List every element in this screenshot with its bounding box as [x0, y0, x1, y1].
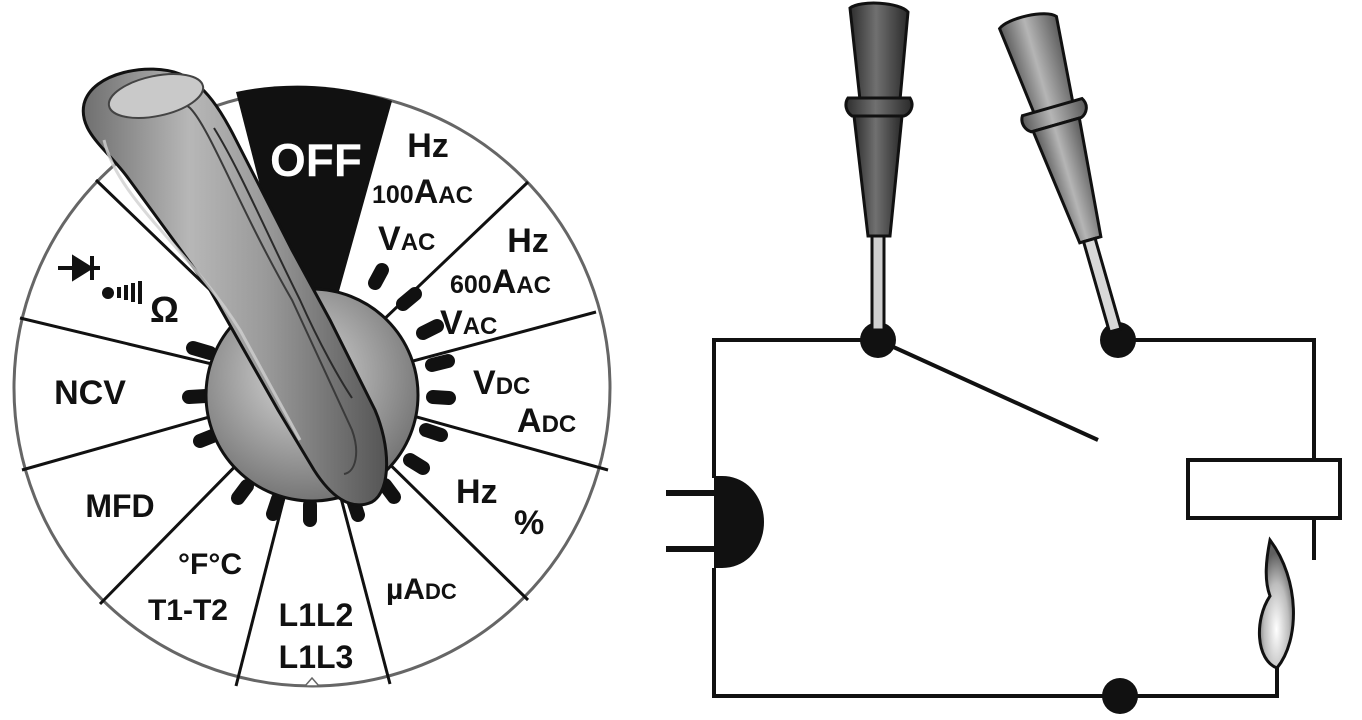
label-hz-600aac-vac: Hz 600AAC VAC — [440, 222, 551, 342]
knob-grip-top — [107, 73, 205, 119]
junction-dot-bottom — [1102, 678, 1138, 714]
label-off: OFF — [270, 134, 362, 186]
test-probe-red[interactable] — [994, 7, 1148, 339]
svg-text:VAC: VAC — [378, 220, 435, 258]
label-uadc: µADC — [386, 573, 457, 606]
label-ncv: NCV — [54, 374, 126, 412]
ohm-symbol: Ω — [150, 289, 179, 330]
junction-dot-switch — [860, 322, 896, 358]
label-l1l2-l1l3: L1L2 L1L3 — [279, 597, 354, 675]
svg-text:600AAC: 600AAC — [450, 263, 551, 301]
svg-text:L1L3: L1L3 — [279, 639, 354, 675]
switch-blade — [877, 338, 1099, 442]
svg-text:°F°C: °F°C — [178, 548, 242, 581]
wire-bottom-right — [1120, 666, 1279, 698]
svg-text:Hz: Hz — [456, 473, 498, 511]
label-mfd: MFD — [85, 488, 154, 524]
dial-index-mark — [303, 676, 321, 687]
selector-knob[interactable] — [81, 66, 389, 507]
label-hz-100aac-vac: Hz 100AAC VAC — [372, 127, 473, 258]
wire-bottom-left — [712, 568, 1120, 698]
rotary-dial[interactable]: OFF Hz 100AAC VAC Hz 600AAC VAC VDC — [12, 66, 612, 688]
dial-detent-ticks — [182, 263, 456, 527]
svg-text:Hz: Hz — [407, 127, 449, 165]
label-temperature: °F°C T1-T2 — [148, 548, 242, 627]
off-segment[interactable] — [236, 85, 392, 389]
circuit-diagram — [712, 338, 1316, 698]
svg-text:VAC: VAC — [440, 304, 497, 342]
svg-text:Hz: Hz — [507, 222, 549, 260]
label-diode-continuity-ohm: Ω — [58, 254, 179, 330]
svg-text:VDC: VDC — [473, 364, 530, 402]
svg-text:T1-T2: T1-T2 — [148, 594, 228, 627]
diode-icon — [58, 254, 100, 282]
plug-icon — [666, 476, 764, 568]
label-vdc-adc: VDC ADC — [473, 364, 576, 440]
test-probe-black[interactable] — [844, 1, 914, 332]
continuity-beeper-icon — [102, 281, 142, 304]
wire-top-left — [712, 338, 878, 478]
svg-text:100AAC: 100AAC — [372, 173, 473, 211]
svg-text:ADC: ADC — [517, 402, 576, 440]
load-element — [1186, 458, 1342, 520]
flame-icon — [1258, 536, 1295, 670]
svg-text:%: % — [514, 504, 544, 542]
svg-text:L1L2: L1L2 — [279, 597, 354, 633]
label-hz-percent: Hz % — [456, 473, 544, 542]
wire-top-right — [1118, 338, 1316, 460]
